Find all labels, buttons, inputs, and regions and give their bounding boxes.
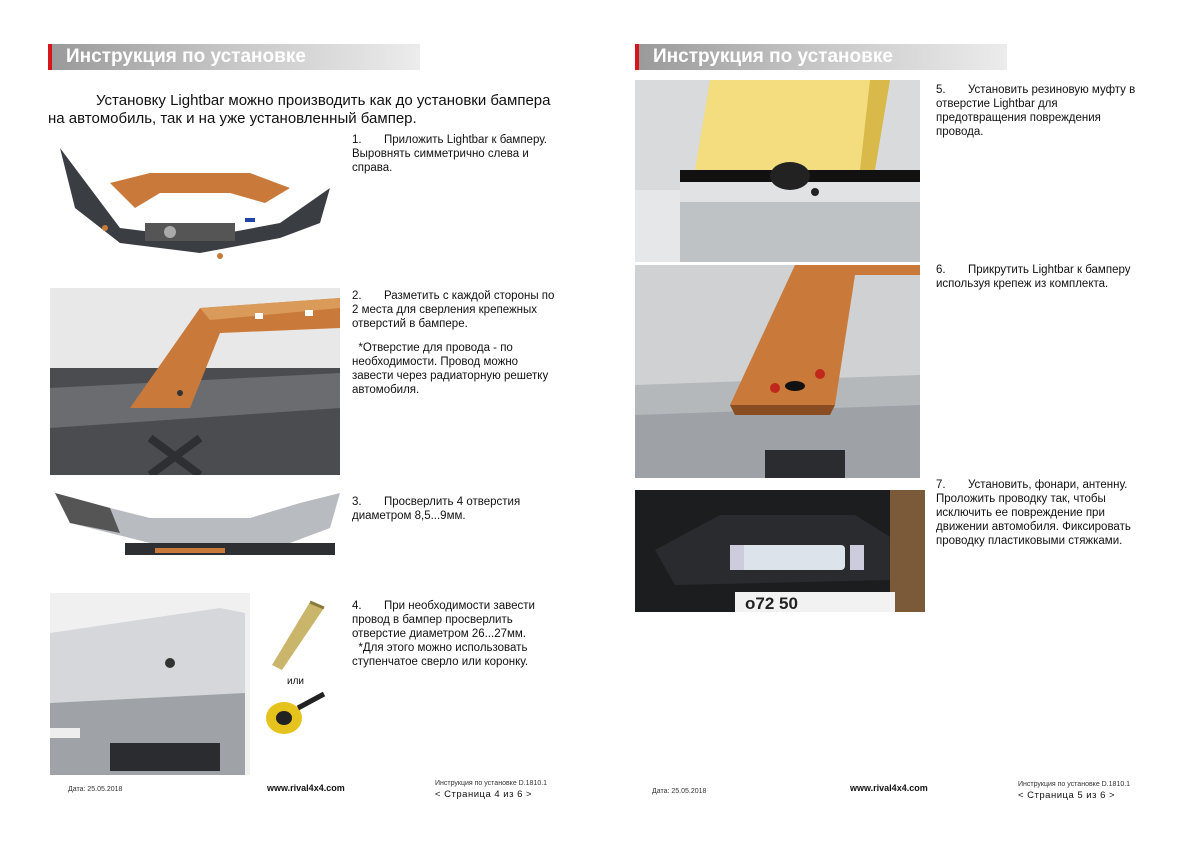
step-7-text: 7. Установить, фонари, антенну. Проложит… [936,479,1131,547]
image-rubber-grommet [635,80,920,262]
step-4-text: 4. При необходимости завести провод в ба… [352,600,535,668]
license-plate-text: о72 50 [745,594,798,612]
image-bumper-with-lightbar [50,128,340,273]
image-wire-hole [50,593,250,775]
intro-text: Установку Lightbar можно производить как… [48,92,551,127]
image-bolting-lightbar [635,265,920,478]
hole-saw-icon [262,688,332,738]
page-navigation[interactable]: < Страница 5 из 6 > [1018,790,1116,801]
step-6-text: 6. Прикрутить Lightbar к бамперу использ… [936,264,1131,290]
step-2-text: 2. Разметить с каждой стороны по 2 места… [352,290,555,330]
website-link[interactable]: www.rival4x4.com [850,783,928,793]
step-5-text: 5. Установить резиновую муфту в отверсти… [936,84,1136,138]
page-title: Инструкция по установке [635,44,1007,70]
page-navigation[interactable]: < Страница 4 из 6 > [435,789,533,800]
step-3-text: 3. Просверлить 4 отверстия диаметром 8,5… [352,496,521,522]
date: Дата: 25.05.2018 [652,788,707,795]
page-title: Инструкция по установке [48,44,420,70]
page-5: Инструкция по установке 5. Установить ре… [600,0,1200,848]
document-id: Инструкция по установке D.1810.1 [1018,781,1131,788]
image-drilling [50,488,340,560]
step-2-note: *Отверстие для провода - по необходимост… [352,342,552,396]
document-id: Инструкция по установке D.1810.1 [435,780,548,787]
page-4: Инструкция по установке Установку Lightb… [48,44,555,800]
image-marking-holes [50,288,340,475]
website-link[interactable]: www.rival4x4.com [267,783,345,793]
image-installed-lightbar: о72 50 [635,490,925,612]
date: Дата: 25.05.2018 [68,786,123,793]
step-drill-bit-icon [262,600,332,675]
or-label: или [287,676,305,687]
step-1-text: 1. Приложить Lightbar к бамперу. Выровня… [352,134,548,174]
